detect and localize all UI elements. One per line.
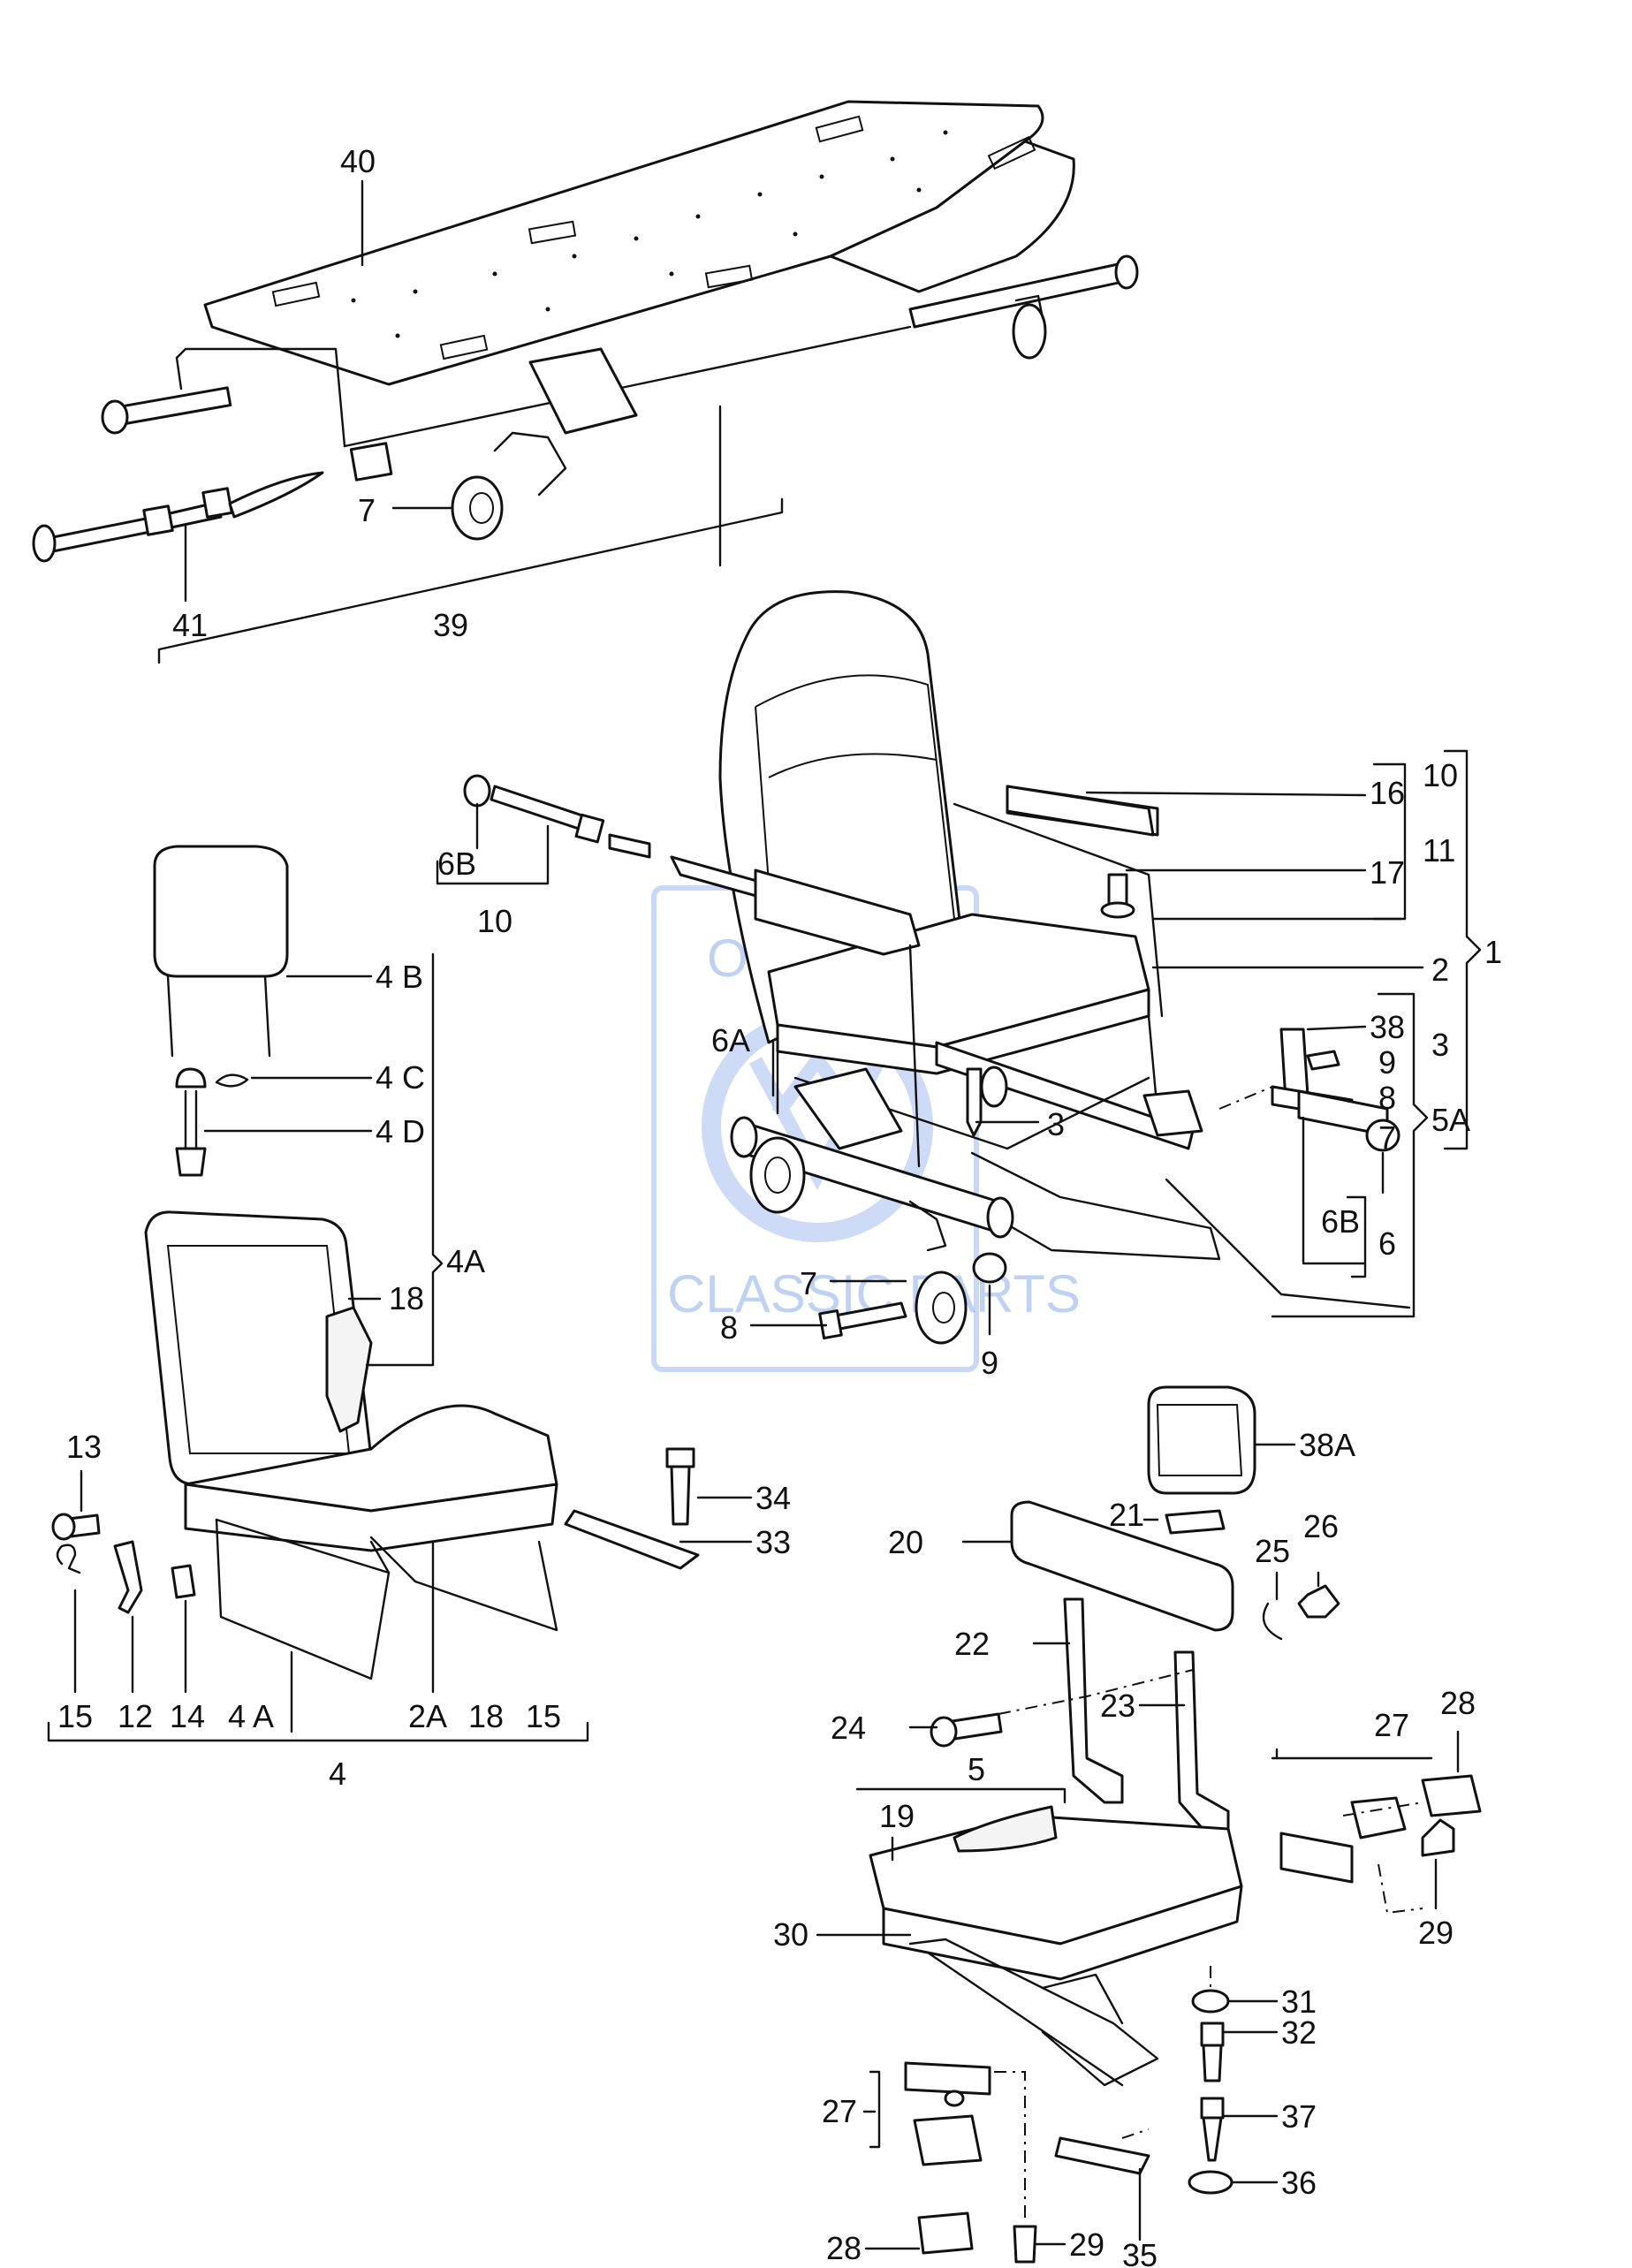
label-16: 16	[1370, 775, 1405, 811]
leader-lines	[47, 179, 1482, 2250]
label-19: 19	[879, 1798, 915, 1834]
label-3: 3	[1047, 1106, 1065, 1142]
label-4: 4	[329, 1756, 346, 1792]
label-8: 8	[1378, 1080, 1396, 1116]
label-6A: 6A	[711, 1022, 750, 1058]
label-9: 9	[1378, 1044, 1396, 1081]
label-10: 10	[1423, 757, 1458, 793]
label-5A: 5A	[1431, 1102, 1470, 1138]
label-4D: 4 D	[376, 1113, 425, 1149]
label-14: 14	[170, 1698, 205, 1734]
label-33: 33	[755, 1524, 791, 1560]
label-9c: 9	[981, 1345, 998, 1381]
label-22: 22	[954, 1626, 990, 1662]
label-8c: 8	[720, 1309, 738, 1346]
label-5: 5	[968, 1751, 985, 1787]
label-32: 32	[1281, 2014, 1317, 2051]
label-2: 2	[1431, 952, 1449, 988]
label-18: 18	[389, 1280, 424, 1316]
label-4A: 4A	[446, 1243, 485, 1279]
label-11: 11	[1423, 832, 1455, 869]
label-39: 39	[433, 607, 468, 643]
label-34: 34	[755, 1480, 791, 1516]
label-28: 28	[1440, 1685, 1476, 1721]
label-15b: 15	[526, 1698, 561, 1734]
callout-labels: 40 7 41 39 16 10 11 17 1 2 6B 10 6A 3 38…	[57, 143, 1502, 2268]
label-7c: 7	[800, 1265, 817, 1301]
label-36: 36	[1281, 2165, 1317, 2201]
label-1: 1	[1484, 934, 1502, 970]
label-12: 12	[118, 1698, 153, 1734]
label-18b: 18	[468, 1698, 504, 1734]
label-30: 30	[773, 1916, 808, 1953]
label-3r: 3	[1431, 1027, 1449, 1063]
label-25: 25	[1255, 1533, 1290, 1569]
label-37: 37	[1281, 2098, 1317, 2135]
label-6Br: 6B	[1321, 1203, 1360, 1240]
label-7r: 7	[1378, 1119, 1396, 1156]
label-28b: 28	[826, 2230, 862, 2266]
label-13: 13	[66, 1429, 102, 1465]
label-24: 24	[831, 1710, 866, 1746]
label-31: 31	[1281, 1984, 1317, 2020]
label-2A: 2A	[408, 1698, 447, 1734]
label-29b: 29	[1069, 2226, 1104, 2263]
label-21: 21	[1109, 1497, 1144, 1533]
label-6: 6	[1378, 1225, 1396, 1262]
label-35: 35	[1122, 2237, 1158, 2268]
label-15: 15	[57, 1698, 93, 1734]
label-27: 27	[1374, 1707, 1409, 1743]
label-29: 29	[1418, 1915, 1454, 1951]
label-20: 20	[888, 1524, 923, 1560]
label-17: 17	[1370, 854, 1405, 891]
label-38: 38	[1370, 1009, 1405, 1045]
label-6B: 6B	[437, 846, 476, 882]
label-26: 26	[1303, 1508, 1339, 1544]
label-4Ab: 4 A	[228, 1698, 274, 1734]
label-38A: 38A	[1299, 1427, 1355, 1463]
label-10b: 10	[477, 903, 512, 939]
chair-illustration	[463, 590, 1411, 1345]
label-40: 40	[340, 143, 376, 179]
jump-seat-illustration	[869, 1385, 1482, 2264]
folding-seat-illustration	[51, 845, 700, 1680]
label-4B: 4 B	[376, 959, 423, 995]
stretcher-illustration	[32, 100, 1139, 563]
label-7: 7	[358, 492, 376, 528]
label-4C: 4 C	[376, 1059, 425, 1096]
label-27b: 27	[822, 2093, 857, 2129]
label-23: 23	[1100, 1688, 1135, 1724]
label-41: 41	[172, 607, 208, 643]
